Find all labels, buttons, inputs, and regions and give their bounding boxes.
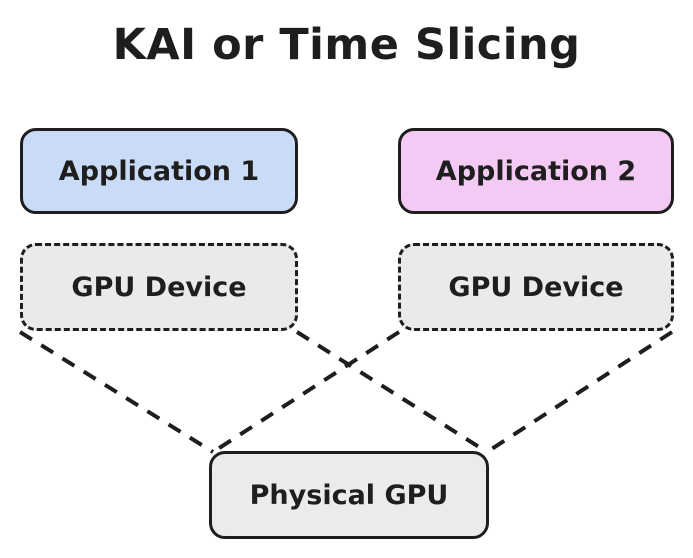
edge-gpu-device-1-right-to-physical-gpu xyxy=(295,330,489,454)
node-gpu-device-1-label: GPU Device xyxy=(71,271,247,303)
node-gpu-device-1: GPU Device xyxy=(20,243,298,331)
node-application-2: Application 2 xyxy=(398,128,674,214)
node-application-1: Application 1 xyxy=(20,128,298,214)
node-gpu-device-2: GPU Device xyxy=(398,243,674,331)
edge-gpu-device-1-left-to-physical-gpu xyxy=(18,330,215,454)
node-physical-gpu: Physical GPU xyxy=(209,451,489,539)
node-gpu-device-2-label: GPU Device xyxy=(448,271,624,303)
edge-gpu-device-2-left-to-physical-gpu xyxy=(211,330,401,454)
edge-gpu-device-2-right-to-physical-gpu xyxy=(485,330,674,454)
node-physical-gpu-label: Physical GPU xyxy=(249,479,449,511)
node-application-1-label: Application 1 xyxy=(58,155,260,187)
diagram-title: KAI or Time Slicing xyxy=(112,20,581,70)
node-application-2-label: Application 2 xyxy=(435,155,637,187)
